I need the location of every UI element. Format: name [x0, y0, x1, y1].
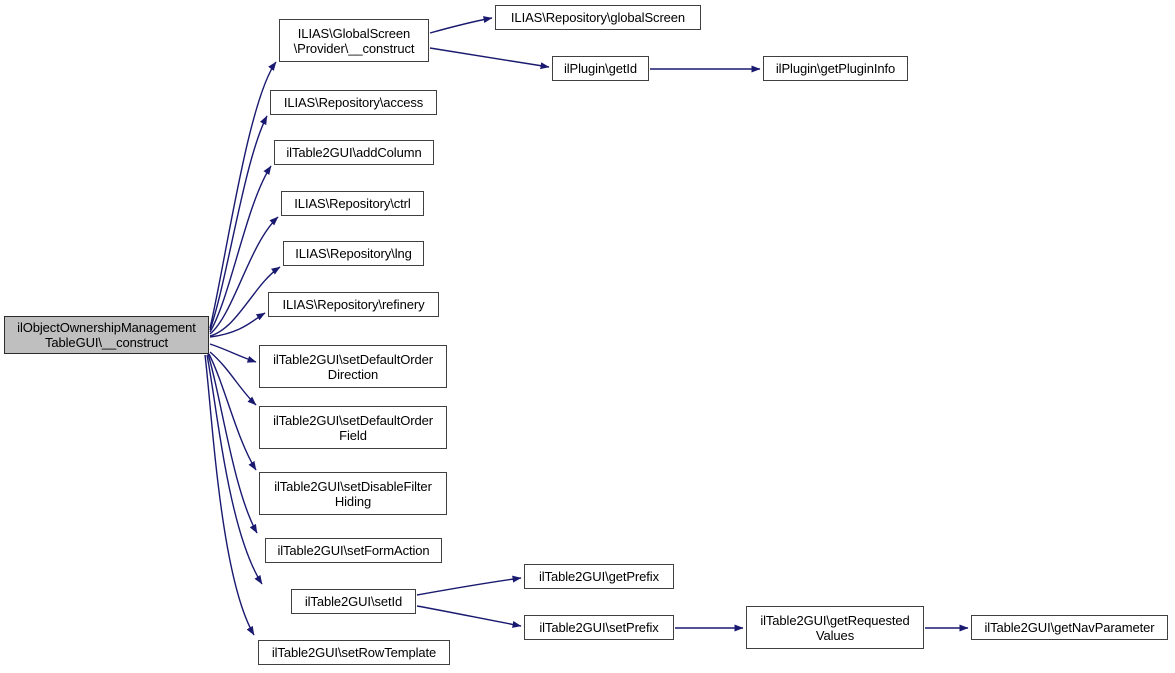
graph-node-repository_refinery[interactable]: ILIAS\Repository\refinery: [268, 292, 439, 317]
graph-node-iltable2gui_setformaction[interactable]: ilTable2GUI\setFormAction: [265, 538, 442, 563]
edge-root-to-iltable2gui_addcolumn: [209, 165, 272, 333]
graph-node-iltable2gui_getrequestedvalues[interactable]: ilTable2GUI\getRequested Values: [746, 606, 924, 649]
graph-node-repository_lng[interactable]: ILIAS\Repository\lng: [283, 241, 424, 266]
edge-root-to-iltable2gui_setformaction: [207, 353, 258, 534]
graph-node-iltable2gui_setprefix[interactable]: ilTable2GUI\setPrefix: [524, 615, 674, 640]
edge-root-to-iltable2gui_setid: [206, 354, 263, 585]
edge-root-to-iltable2gui_setdisablefilterhiding: [208, 353, 257, 471]
graph-node-iltable2gui_getprefix[interactable]: ilTable2GUI\getPrefix: [524, 564, 674, 589]
edge-root-to-repository_refinery: [209, 312, 266, 338]
edge-root-to-globalscreen_provider_construct: [209, 61, 277, 329]
edge-globalscreen_provider_construct-to-ilplugin_getid: [429, 47, 550, 70]
graph-node-iltable2gui_setdisablefilterhiding[interactable]: ilTable2GUI\setDisableFilter Hiding: [259, 472, 447, 515]
graph-node-repository_globalscreen[interactable]: ILIAS\Repository\globalScreen: [495, 5, 701, 30]
graph-node-root: ilObjectOwnershipManagement TableGUI\__c…: [4, 316, 209, 354]
graph-node-iltable2gui_setdefaultorderdirection[interactable]: ilTable2GUI\setDefaultOrder Direction: [259, 345, 447, 388]
graph-node-repository_access[interactable]: ILIAS\Repository\access: [270, 90, 437, 115]
edge-root-to-iltable2gui_setrowtemplate: [204, 354, 255, 636]
edge-root-to-iltable2gui_setdefaultorderfield: [209, 351, 257, 406]
edge-iltable2gui_setid-to-iltable2gui_getprefix: [416, 575, 522, 596]
graph-node-ilplugin_getid[interactable]: ilPlugin\getId: [552, 56, 649, 81]
graph-node-repository_ctrl[interactable]: ILIAS\Repository\ctrl: [281, 191, 424, 216]
graph-node-globalscreen_provider_construct[interactable]: ILIAS\GlobalScreen \Provider\__construct: [279, 19, 429, 62]
graph-node-iltable2gui_getnavparameter[interactable]: ilTable2GUI\getNavParameter: [971, 615, 1168, 640]
edge-iltable2gui_setid-to-iltable2gui_setprefix: [416, 605, 522, 628]
graph-node-iltable2gui_setid[interactable]: ilTable2GUI\setId: [291, 589, 416, 614]
graph-node-iltable2gui_addcolumn[interactable]: ilTable2GUI\addColumn: [274, 140, 434, 165]
edge-root-to-repository_access: [209, 115, 268, 331]
graph-node-iltable2gui_setrowtemplate[interactable]: ilTable2GUI\setRowTemplate: [258, 640, 450, 665]
edge-root-to-iltable2gui_setdefaultorderdirection: [209, 343, 257, 363]
graph-node-ilplugin_getplugininfo[interactable]: ilPlugin\getPluginInfo: [763, 56, 908, 81]
graph-node-iltable2gui_setdefaultorderfield[interactable]: ilTable2GUI\setDefaultOrder Field: [259, 406, 447, 449]
edge-globalscreen_provider_construct-to-repository_globalscreen: [429, 16, 493, 34]
